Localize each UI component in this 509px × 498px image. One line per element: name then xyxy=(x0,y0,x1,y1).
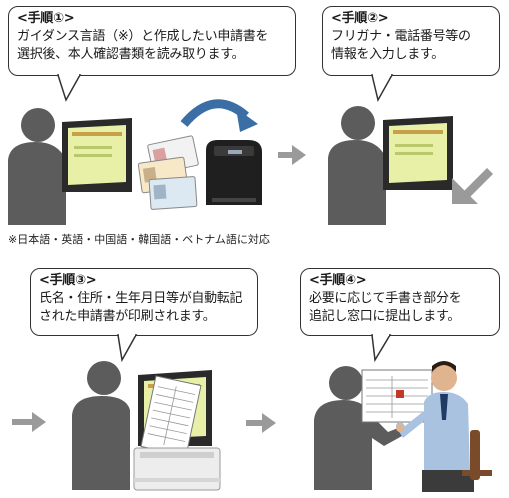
step2-title: <手順②> xyxy=(331,11,389,26)
person-silhouette-1 xyxy=(8,108,100,225)
person-silhouette-3 xyxy=(72,361,130,490)
step3-line1: 氏名・住所・生年月日等が自動転記 xyxy=(39,291,243,306)
printed-application-form xyxy=(140,375,202,457)
step4-bubble-tail xyxy=(371,334,392,363)
step3-title: <手順③> xyxy=(39,273,97,288)
step2-bubble-tail xyxy=(371,74,394,103)
step1-bubble: <手順①> ガイダンス言語（※）と作成したい申請書を 選択後、本人確認書類を読み… xyxy=(8,6,296,76)
step3-bubble: <手順③> 氏名・住所・生年月日等が自動転記 された申請書が印刷されます。 xyxy=(30,268,258,336)
language-footnote: ※日本語・英語・中国語・韓国語・ベトナム語に対応 xyxy=(8,233,270,246)
arrow-step1-to-step2 xyxy=(278,145,306,165)
kiosk-monitor-1 xyxy=(62,118,132,192)
step2-line1: フリガナ・電話番号等の xyxy=(331,29,471,44)
step2-line2: 情報を入力します。 xyxy=(331,47,445,62)
submitted-application-form xyxy=(361,369,433,423)
scan-arrow-icon xyxy=(180,99,249,127)
printer xyxy=(133,447,221,491)
step1-line1: ガイダンス言語（※）と作成したい申請書を xyxy=(17,29,269,44)
id-cards xyxy=(137,135,199,210)
step4-line1: 必要に応じて手書き部分を xyxy=(309,291,462,306)
person-silhouette-4 xyxy=(314,366,402,490)
counter-clerk xyxy=(396,361,474,492)
step3-bubble-tail xyxy=(117,334,138,363)
step4-line2: 追記し窓口に提出します。 xyxy=(309,309,461,324)
counter-chair xyxy=(462,430,492,480)
arrow-step2-to-step3 xyxy=(452,168,493,204)
step1-bubble-tail xyxy=(56,74,82,102)
step4-bubble: <手順④> 必要に応じて手書き部分を 追記し窓口に提出します。 xyxy=(300,268,500,336)
step4-title: <手順④> xyxy=(309,273,367,288)
step1-title: <手順①> xyxy=(17,11,75,26)
step1-line2: 選択後、本人確認書類を読み取ります。 xyxy=(17,47,245,62)
kiosk-monitor-2 xyxy=(383,116,453,190)
arrow-step3-to-step4 xyxy=(246,413,276,433)
person-silhouette-2 xyxy=(328,106,420,225)
card-scanner xyxy=(206,140,262,205)
arrow-step3-entry xyxy=(12,412,46,432)
step2-bubble: <手順②> フリガナ・電話番号等の 情報を入力します。 xyxy=(322,6,500,76)
step3-line2: された申請書が印刷されます。 xyxy=(39,309,216,324)
